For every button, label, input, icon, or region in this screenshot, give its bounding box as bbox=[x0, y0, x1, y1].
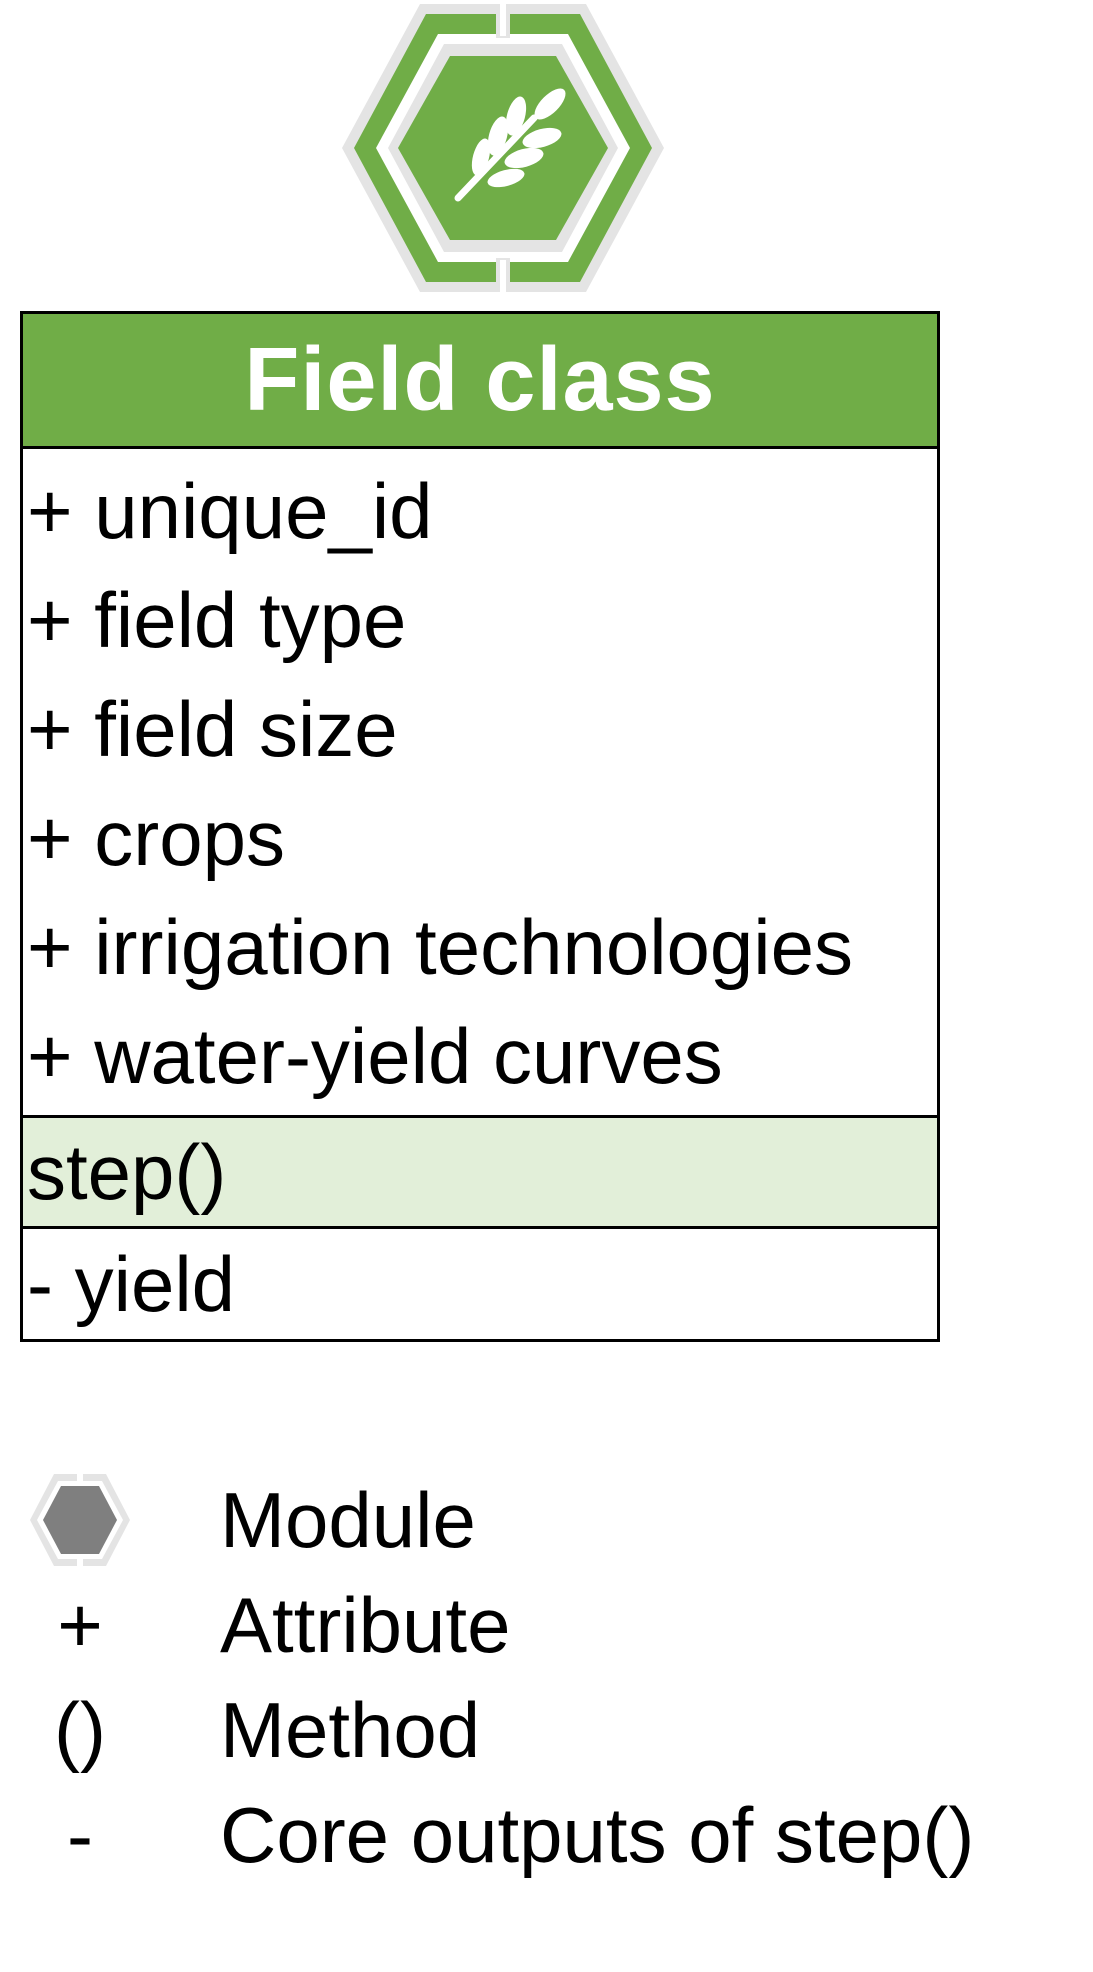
legend-label: Core outputs of step() bbox=[220, 1791, 975, 1879]
legend-symbol: - bbox=[67, 1790, 93, 1879]
methods-section: step() bbox=[23, 1118, 937, 1229]
attribute-row: + field size bbox=[27, 685, 398, 773]
attribute-row: + field type bbox=[27, 576, 407, 664]
legend-item-method: () Method bbox=[20, 1680, 1080, 1780]
attribute-row: + water-yield curves bbox=[27, 1012, 723, 1100]
attribute-row: + unique_id bbox=[27, 467, 433, 555]
legend-label: Module bbox=[220, 1476, 476, 1564]
attributes-section: + unique_id + field type + field size + … bbox=[23, 449, 937, 1118]
legend-symbol: + bbox=[57, 1580, 103, 1669]
field-class-box: Field class + unique_id + field type + f… bbox=[20, 311, 940, 1342]
method-row: step() bbox=[27, 1128, 227, 1216]
attribute-row: + crops bbox=[27, 794, 285, 882]
legend-symbol bbox=[20, 1470, 140, 1570]
hexagon-icon bbox=[30, 1474, 130, 1566]
output-row: - yield bbox=[27, 1240, 236, 1328]
outputs-section: - yield bbox=[23, 1229, 937, 1339]
legend-item-output: - Core outputs of step() bbox=[20, 1785, 1080, 1885]
attribute-row: + irrigation technologies bbox=[27, 903, 854, 991]
legend-symbol: () bbox=[54, 1685, 106, 1774]
legend-item-attribute: + Attribute bbox=[20, 1575, 1080, 1675]
legend-item-module: Module bbox=[20, 1470, 1080, 1570]
class-title: Field class bbox=[23, 314, 937, 449]
legend-label: Method bbox=[220, 1686, 481, 1774]
wheat-module-icon bbox=[342, 4, 664, 292]
wheat-icon bbox=[454, 88, 566, 202]
legend-label: Attribute bbox=[220, 1581, 511, 1669]
